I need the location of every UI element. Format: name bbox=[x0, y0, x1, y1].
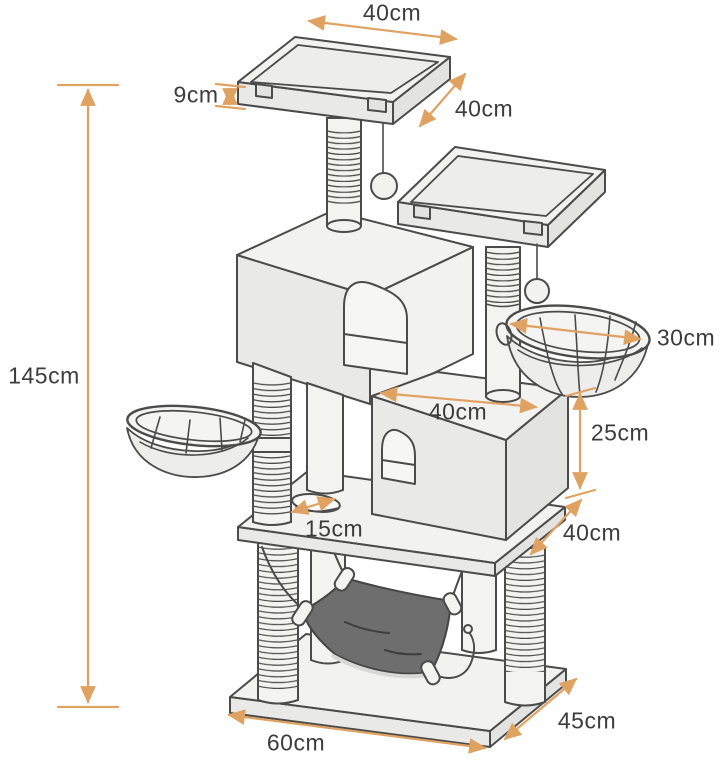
dim-basket-diameter-arrow bbox=[509, 318, 642, 345]
upper-condo-door bbox=[343, 281, 408, 375]
dim-condo-width-arrow bbox=[379, 386, 538, 414]
hanging-ball-top bbox=[370, 121, 398, 200]
scratching-post-top bbox=[326, 117, 362, 233]
dim-total-height-label: 145cm bbox=[8, 362, 80, 389]
hammock bbox=[261, 546, 476, 686]
dim-base-width-label: 60cm bbox=[266, 729, 326, 756]
dim-basket-diameter-label: 30cm bbox=[656, 324, 716, 351]
dim-condo-height-label: 25cm bbox=[590, 419, 650, 446]
dim-top-depth-label: 40cm bbox=[454, 95, 514, 122]
scratching-post-lower-right bbox=[504, 547, 546, 707]
dim-rim-height-arrow bbox=[214, 82, 247, 111]
dim-condo-height-arrow bbox=[564, 386, 597, 500]
hammock-rod-ends bbox=[291, 566, 473, 686]
dim-condo-width-label: 40cm bbox=[428, 398, 488, 425]
dim-board-depth-arrow bbox=[529, 498, 583, 556]
dim-top-width-arrow bbox=[307, 15, 458, 45]
upper-condo bbox=[236, 210, 474, 405]
upper-right-platform bbox=[397, 146, 606, 248]
dim-hole-diameter-arrow bbox=[290, 496, 336, 515]
lower-condo-door bbox=[381, 429, 416, 485]
dimension-arrows bbox=[56, 15, 642, 754]
dim-base-depth-arrow bbox=[503, 677, 578, 741]
dim-rim-height-label: 9cm bbox=[173, 81, 219, 108]
scratching-post-lower-left bbox=[257, 541, 299, 705]
scratching-post-mid-right bbox=[485, 246, 521, 403]
middle-post bbox=[306, 382, 344, 495]
left-basket bbox=[126, 404, 262, 478]
dim-total-height-arrow bbox=[56, 83, 120, 709]
dim-board-depth-label: 40cm bbox=[562, 519, 622, 546]
dim-base-width-arrow bbox=[227, 709, 487, 754]
dim-hole-diameter-label: 15cm bbox=[304, 515, 364, 542]
scratching-post-mid-left bbox=[252, 362, 292, 526]
dim-base-depth-label: 45cm bbox=[557, 707, 617, 734]
hanging-ball-right bbox=[524, 243, 550, 304]
dim-top-depth-arrow bbox=[418, 72, 467, 128]
top-platform bbox=[237, 36, 451, 125]
dim-top-width-label: 40cm bbox=[362, 0, 422, 26]
